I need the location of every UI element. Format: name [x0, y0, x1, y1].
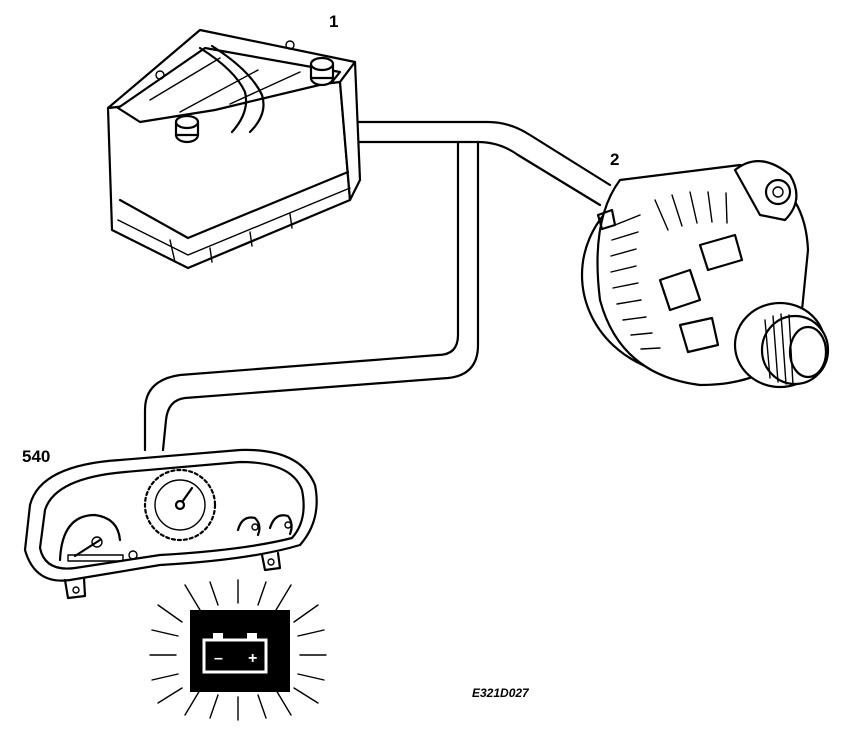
wiring-harness — [143, 120, 612, 452]
instrument-cluster-callout-label: 540 — [22, 447, 50, 466]
battery-charge-warning-icon: – + — [202, 633, 268, 674]
warning-lamp-panel — [190, 610, 290, 692]
warning-lamp-minus: – — [214, 650, 223, 667]
figure-reference-code: E321D027 — [472, 686, 530, 700]
battery — [106, 28, 362, 270]
instrument-cluster — [23, 448, 318, 600]
warning-lamp-plus: + — [248, 650, 257, 667]
alternator-callout-label: 2 — [610, 150, 619, 169]
battery-callout-label: 1 — [329, 12, 338, 31]
alternator — [580, 160, 830, 389]
charge-warning-lamp: – + — [149, 579, 327, 721]
warning-lamp-rays — [149, 579, 327, 721]
